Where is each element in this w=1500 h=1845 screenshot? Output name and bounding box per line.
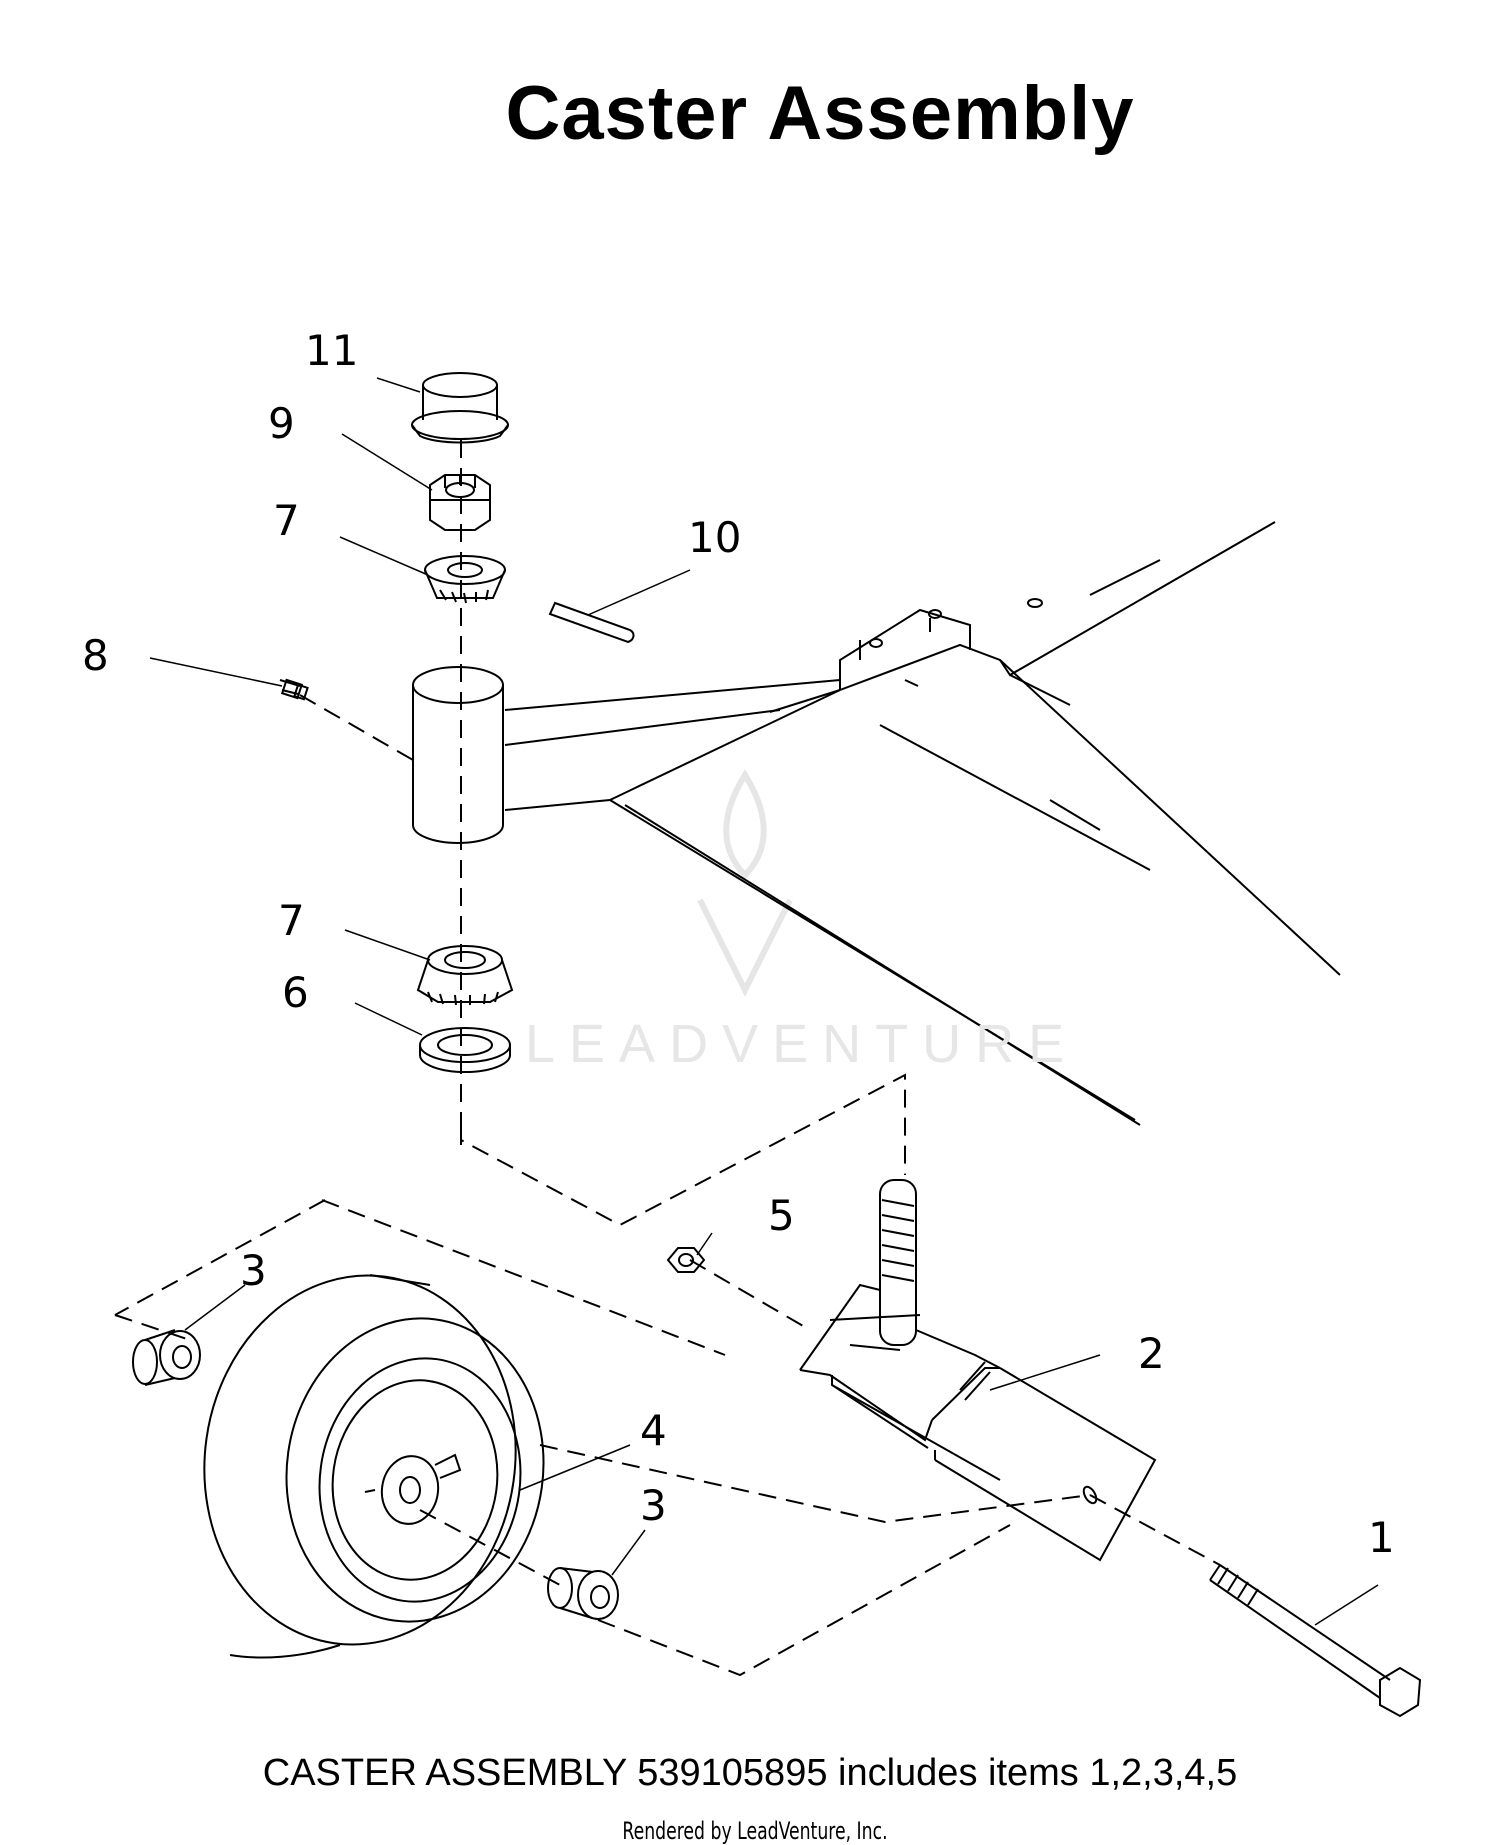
deck-frame <box>609 521 1341 1126</box>
callout-1: 1 <box>1368 1513 1395 1562</box>
wheel <box>203 1274 545 1659</box>
callout-4: 4 <box>640 1406 667 1455</box>
watermark-text: LEADVENTURE <box>525 1014 1078 1074</box>
grease-fitting <box>279 678 309 701</box>
cotter-pin <box>548 601 635 644</box>
callout-6: 6 <box>282 968 309 1017</box>
diagram-title: Caster Assembly <box>505 71 1135 156</box>
render-credit: Rendered by LeadVenture, Inc. <box>622 1817 888 1845</box>
bearing-upper <box>424 555 506 604</box>
leader-lines <box>149 377 1379 1626</box>
dust-cap <box>411 372 509 444</box>
callout-7-upper: 7 <box>273 496 300 545</box>
assembly-caption: CASTER ASSEMBLY 539105895 includes items… <box>262 1752 1238 1794</box>
callout-8: 8 <box>82 631 109 680</box>
caster-arm <box>504 679 841 811</box>
callout-labels: 11 9 7 10 8 7 6 5 3 2 4 3 1 <box>82 326 1395 1562</box>
thrust-washer <box>419 1027 511 1073</box>
caster-tube <box>412 666 504 844</box>
callout-9: 9 <box>268 399 295 448</box>
lock-nut <box>666 1247 706 1273</box>
spacer-left <box>132 1329 201 1386</box>
callout-3-right: 3 <box>640 1481 667 1530</box>
callout-10: 10 <box>688 513 741 562</box>
bearing-lower <box>416 945 514 1006</box>
spacer-right <box>547 1567 619 1620</box>
callout-7-lower: 7 <box>278 896 305 945</box>
callout-2: 2 <box>1138 1329 1165 1378</box>
callout-3-left: 3 <box>240 1246 267 1295</box>
watermark-logo <box>697 769 793 997</box>
callout-5: 5 <box>768 1191 795 1240</box>
callout-11: 11 <box>305 326 358 375</box>
axle-bolt <box>1209 1564 1422 1718</box>
caster-yoke <box>799 1179 1157 1562</box>
assembly-lines <box>114 440 1221 1677</box>
